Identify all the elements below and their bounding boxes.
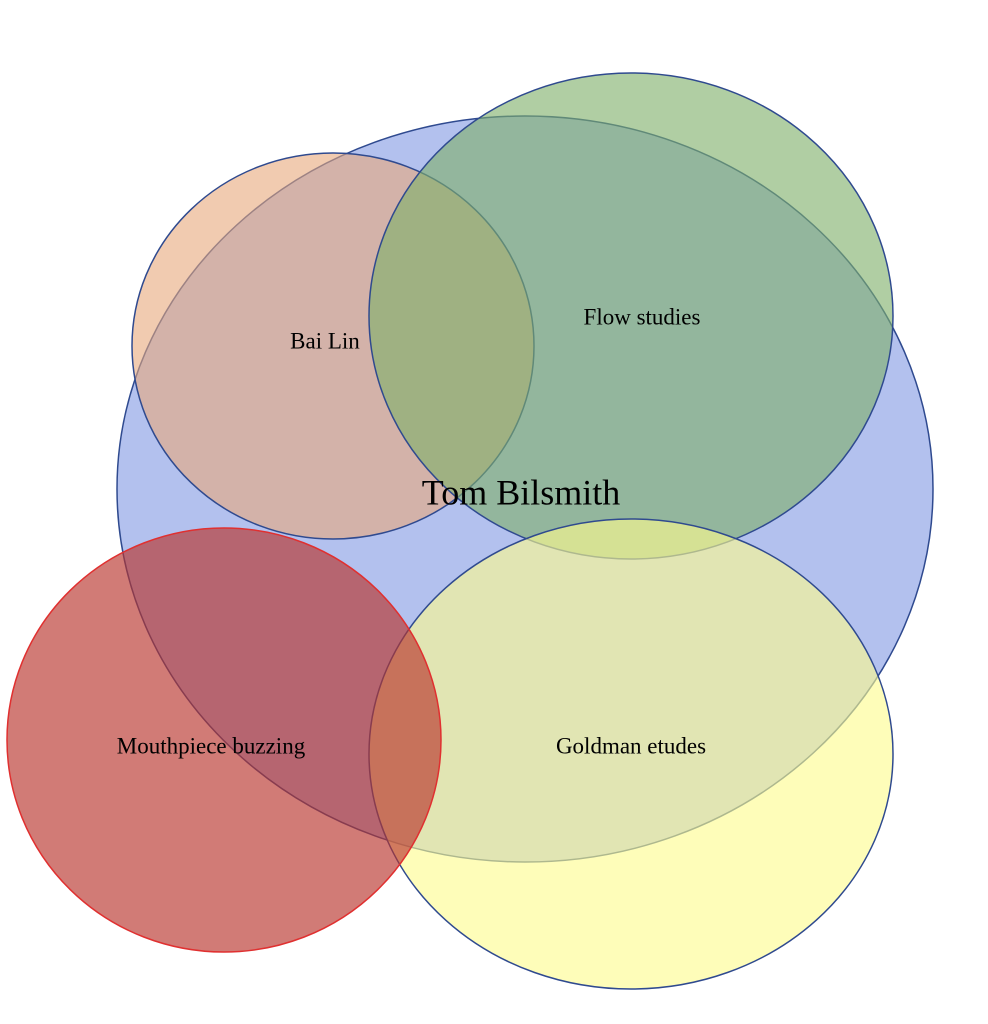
label-mouthpiece-buzzing: Mouthpiece buzzing bbox=[117, 733, 306, 758]
label-tom-bilsmith: Tom Bilsmith bbox=[422, 472, 621, 512]
set-mouthpiece-buzzing-outline bbox=[6, 527, 442, 953]
label-bai-lin: Bai Lin bbox=[290, 328, 360, 353]
label-goldman-etudes: Goldman etudes bbox=[556, 733, 706, 758]
set-flow-studies bbox=[369, 73, 893, 559]
label-flow-studies: Flow studies bbox=[584, 304, 701, 329]
set-mouthpiece-buzzing bbox=[7, 528, 441, 952]
set-goldman-etudes bbox=[369, 519, 893, 989]
